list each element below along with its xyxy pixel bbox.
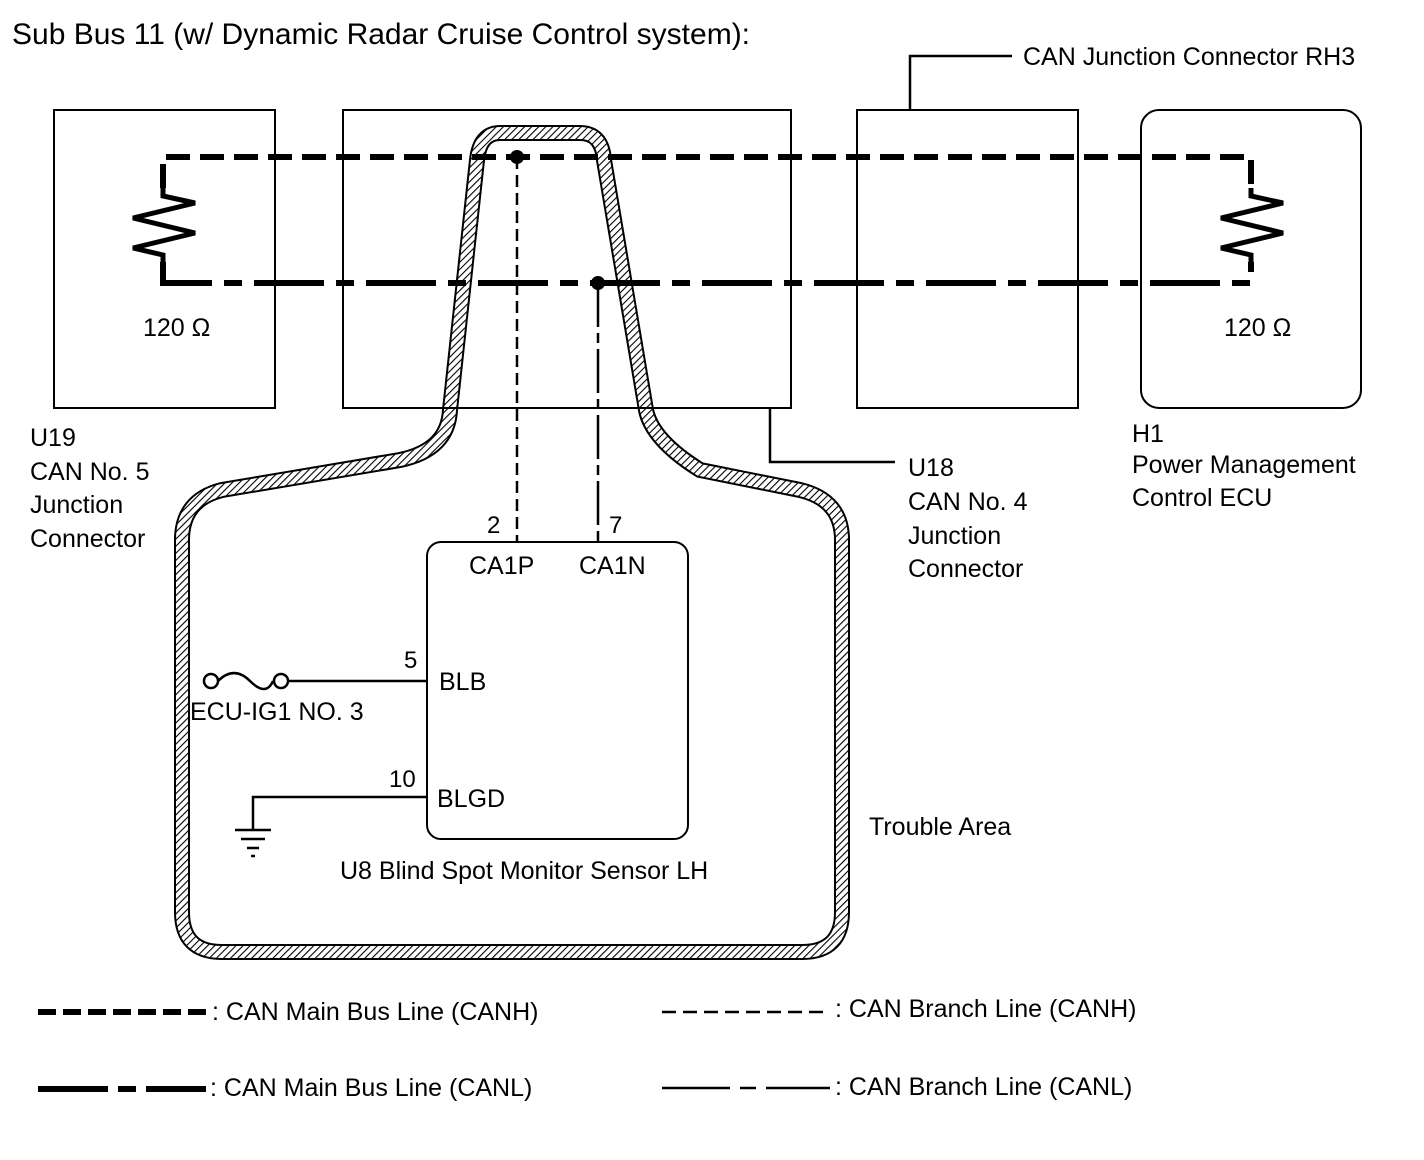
u19-name-line2: Junction xyxy=(30,491,123,519)
can-main-bus-canl xyxy=(160,262,1254,286)
legend-label-main-canl: : CAN Main Bus Line (CANL) xyxy=(210,1074,532,1102)
u18-name-line3: Connector xyxy=(908,555,1023,583)
fuse-label: ECU-IG1 NO. 3 xyxy=(190,698,364,726)
pin-number-blgd: 10 xyxy=(389,766,416,793)
u8-label: U8 Blind Spot Monitor Sensor LH xyxy=(340,857,708,885)
pin-number-blb: 5 xyxy=(404,647,417,674)
h1-ecu-box xyxy=(1140,109,1362,409)
resistor-right xyxy=(1220,188,1284,262)
h1-name-line1: Power Management xyxy=(1132,451,1356,479)
pin-name-blgd: BLGD xyxy=(437,785,505,813)
rh3-junction-connector-box xyxy=(856,109,1079,409)
u19-name-line3: Connector xyxy=(30,525,145,553)
u18-name-line1: CAN No. 4 xyxy=(908,488,1028,516)
h1-name-line2: Control ECU xyxy=(1132,484,1272,512)
h1-resistor-value: 120 Ω xyxy=(1224,314,1291,342)
resistor-left xyxy=(132,188,196,262)
pin-name-ca1n: CA1N xyxy=(579,552,646,580)
legend-label-branch-canh: : CAN Branch Line (CANH) xyxy=(835,995,1136,1023)
can-main-bus-canh xyxy=(160,154,1254,188)
rh3-leader-line xyxy=(908,54,1012,110)
diagram-title: Sub Bus 11 (w/ Dynamic Radar Cruise Cont… xyxy=(12,18,750,51)
u18-leader-line xyxy=(768,408,895,464)
u19-resistor-value: 120 Ω xyxy=(143,314,210,342)
u18-junction-connector-box xyxy=(342,109,792,409)
pin-name-ca1p: CA1P xyxy=(469,552,534,580)
rh3-name: CAN Junction Connector RH3 xyxy=(1023,43,1355,71)
trouble-area-label: Trouble Area xyxy=(869,813,1011,841)
u18-code: U18 xyxy=(908,454,954,482)
fuse-icon xyxy=(202,671,290,691)
u18-name-line2: Junction xyxy=(908,522,1001,550)
pin-number-ca1n: 7 xyxy=(609,512,622,539)
legend-label-main-canh: : CAN Main Bus Line (CANH) xyxy=(212,998,538,1026)
u19-junction-connector-box xyxy=(53,109,276,409)
u19-code: U19 xyxy=(30,424,76,452)
pin-number-ca1p: 2 xyxy=(487,512,500,539)
ground-icon xyxy=(235,828,271,858)
u8-sensor-box xyxy=(426,541,689,840)
pin-name-blb: BLB xyxy=(439,668,486,696)
u19-name-line1: CAN No. 5 xyxy=(30,458,149,486)
h1-code: H1 xyxy=(1132,420,1164,448)
legend-label-branch-canl: : CAN Branch Line (CANL) xyxy=(835,1073,1132,1101)
blgd-wire xyxy=(251,795,427,830)
trouble-area-outline xyxy=(174,125,850,960)
